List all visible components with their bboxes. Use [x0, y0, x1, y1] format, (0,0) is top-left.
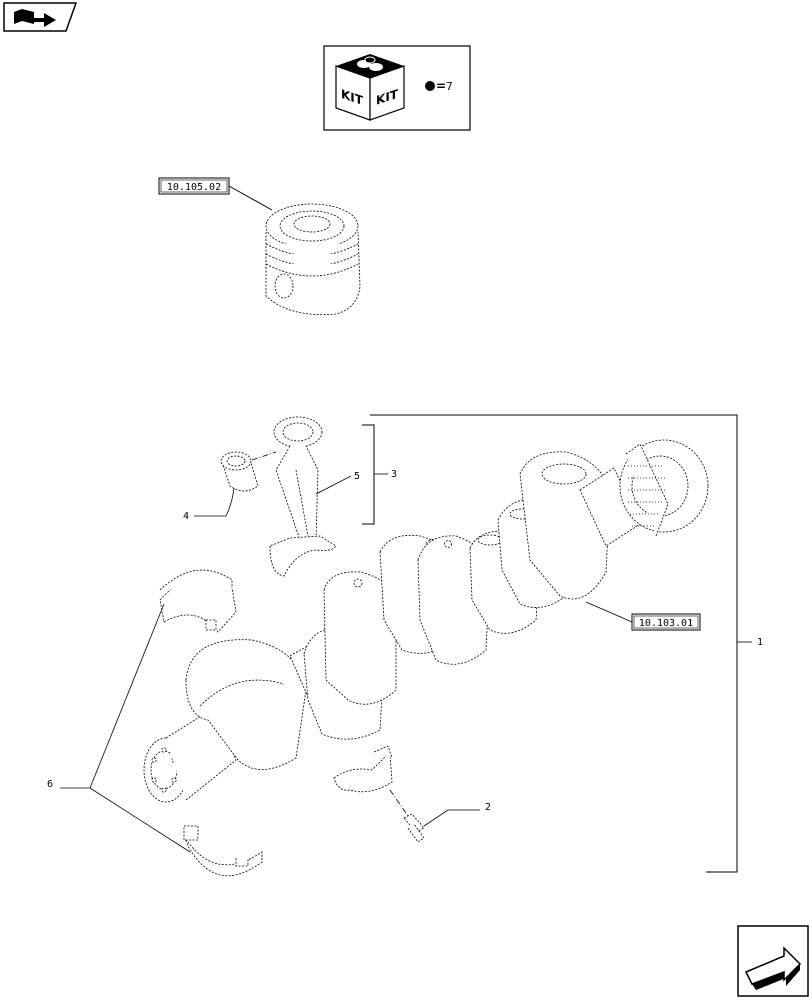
- callout-connecting-rod: 5: [315, 471, 360, 495]
- kit-bullet-icon: [425, 81, 435, 91]
- piston-illustration: [265, 203, 361, 315]
- kit-legend: KIT KIT = 7: [323, 45, 471, 131]
- crankshaft-ref-label: 10.103.01: [639, 618, 693, 629]
- callout-bushing: 4: [183, 487, 235, 522]
- callout-bolt: 2: [423, 802, 491, 827]
- upper-bearing-shell: [159, 569, 237, 633]
- callout-1-label: 1: [757, 637, 763, 648]
- small-bearing-shell: [333, 745, 393, 793]
- book-arrow-icon[interactable]: [3, 2, 78, 32]
- callout-crank-group: 1: [370, 414, 763, 873]
- callout-2-label: 2: [485, 802, 491, 813]
- piston-ref-box[interactable]: 10.105.02: [158, 177, 230, 195]
- callout-6-label: 6: [47, 779, 53, 790]
- bolt-illustration: [403, 813, 425, 843]
- callout-5-label: 5: [354, 471, 360, 482]
- callout-rod-group: 3: [362, 424, 397, 525]
- kit-box-icon: KIT KIT: [335, 54, 405, 121]
- piston-ref-label: 10.105.02: [167, 182, 221, 193]
- lower-bearing-shell: [183, 825, 263, 877]
- callout-bearing-shells: 6: [47, 603, 191, 853]
- connecting-rod-illustration: [269, 416, 337, 577]
- bushing-illustration: [220, 451, 259, 492]
- kit-quantity: 7: [446, 80, 453, 93]
- next-page-arrow-icon[interactable]: [737, 925, 809, 997]
- kit-equals: =: [436, 79, 446, 93]
- crankshaft-ref-box[interactable]: 10.103.01: [631, 613, 701, 631]
- callout-4-label: 4: [183, 511, 189, 522]
- crankshaft-illustration: [143, 439, 709, 803]
- callout-3-label: 3: [391, 469, 397, 480]
